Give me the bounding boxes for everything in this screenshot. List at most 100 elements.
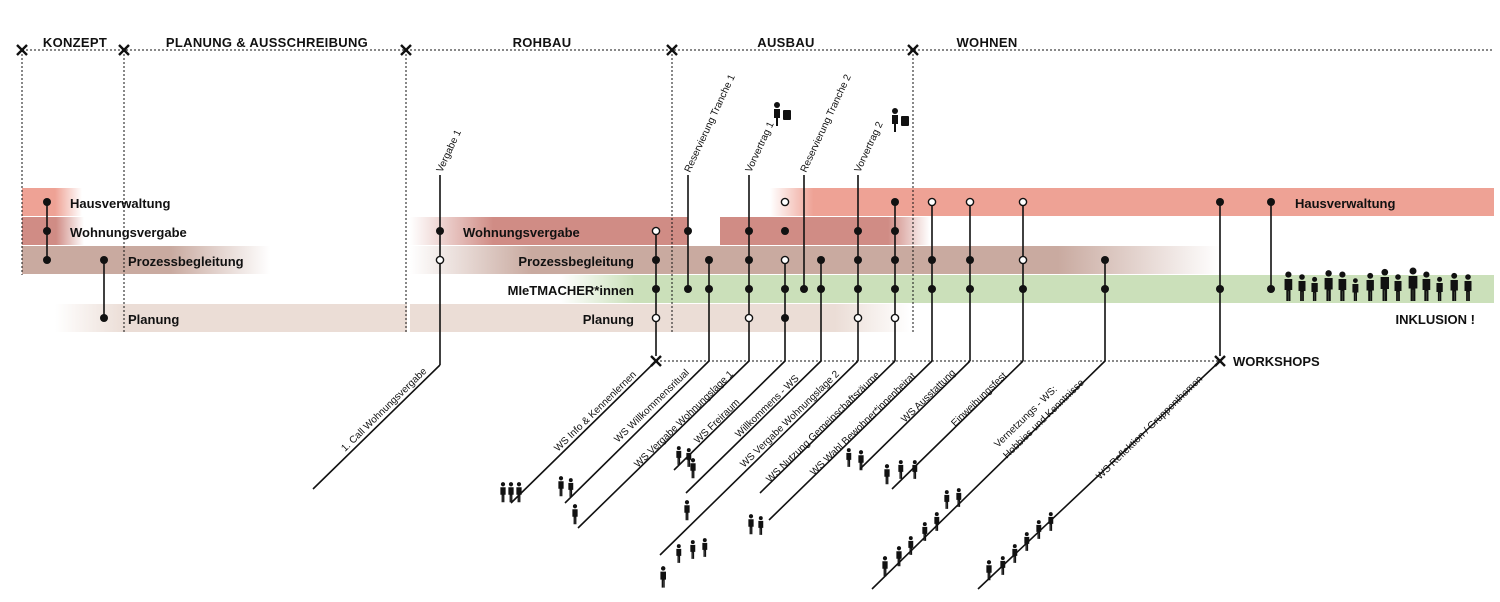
milestone-dot (43, 198, 51, 206)
band-hausverwaltung-right (770, 188, 1494, 216)
milestone-dot (652, 285, 660, 293)
crowd-person-icon (1436, 276, 1443, 301)
workshop-people-icon (558, 476, 564, 497)
milestone-dot (43, 227, 51, 235)
phase-label: PLANUNG & AUSSCHREIBUNG (166, 35, 368, 50)
workshop-people-icon (934, 512, 940, 531)
milestone-dot (652, 256, 660, 264)
workshop-people-icon (944, 490, 950, 509)
crowd-person-icon (1284, 271, 1293, 301)
milestone-dot (928, 285, 936, 293)
milestone-label: Vorvertrag 1 (744, 120, 777, 174)
milestone-dot (800, 285, 808, 293)
lane-label: Wohnungsvergabe (70, 225, 187, 240)
filled-dots (436, 198, 1275, 322)
workshop-people-icon (500, 482, 506, 503)
workshop-people-icon (660, 566, 666, 588)
milestone-dot (891, 198, 899, 206)
workshop-people-icon (986, 560, 992, 581)
milestone-dot (1216, 285, 1224, 293)
milestone-dot (1101, 256, 1109, 264)
workshop-people-icon (686, 448, 692, 467)
crowd-person-icon (1352, 278, 1359, 301)
crowd-person-icon (1366, 272, 1374, 301)
workshop-people-icon (922, 522, 928, 541)
cross-marker-icon (118, 44, 130, 56)
lane-label: Planung (128, 312, 179, 327)
milestone-dot (1216, 198, 1224, 206)
crowd-person-icon (1380, 268, 1389, 301)
workshop-people-icon (676, 446, 682, 465)
cross-marker-icon (907, 44, 919, 56)
workshop-people-icon (748, 514, 754, 535)
crowd-person-icon (1450, 272, 1458, 301)
band-wohnungsvergabe-mid (410, 217, 688, 245)
workshop-label: WS Reflektion / Gruppenthemen (1094, 374, 1205, 482)
band-prozess-left (22, 246, 270, 274)
milestone-dot (817, 285, 825, 293)
lane-label: Prozessbegleitung (128, 254, 244, 269)
open-dot (1018, 197, 1028, 207)
community-crowd-icon (1284, 267, 1472, 301)
workshop-people-icon (898, 460, 904, 479)
lane-label: Hausverwaltung (70, 196, 170, 211)
milestone-dot (745, 256, 753, 264)
workshops-label: WORKSHOPS (1233, 354, 1320, 369)
milestone-dot (745, 227, 753, 235)
workshop-pictograms (500, 446, 1054, 588)
workshop-diagonals (510, 360, 1221, 590)
workshop-people-icon (568, 478, 574, 497)
lane-label: MIeTMACHER*innen (508, 283, 634, 298)
milestone-dot (928, 256, 936, 264)
call-label: 1. Call Wohnungsvergabe (339, 366, 429, 454)
open-dot (780, 197, 790, 207)
workshop-people-icon (1048, 512, 1054, 531)
workshop-people-icon (758, 516, 764, 535)
milestone-dot (684, 285, 692, 293)
open-dots (435, 197, 1028, 323)
open-dot (651, 313, 661, 323)
workshop-people-icon (956, 488, 962, 507)
workshop-people-icon (882, 556, 888, 577)
cross-marker-icon (400, 44, 412, 56)
open-dot (965, 197, 975, 207)
milestone-dot (891, 285, 899, 293)
lane-label: Wohnungsvergabe (463, 225, 580, 240)
milestone-lines (439, 175, 859, 365)
open-dot (744, 313, 754, 323)
lane-bands (22, 188, 1494, 332)
milestone-dot (966, 285, 974, 293)
milestone-dot (1267, 198, 1275, 206)
milestone-dot (854, 285, 862, 293)
milestone-dot (854, 256, 862, 264)
lane-label: Prozessbegleitung (518, 254, 634, 269)
workshop-people-icon (908, 536, 914, 555)
workshop-people-icon (912, 460, 918, 479)
milestone-label: Vergabe 1 (435, 128, 464, 174)
phase-label: KONZEPT (43, 35, 107, 50)
milestone-dot (966, 256, 974, 264)
workshop-people-icon (858, 450, 864, 471)
open-dot (927, 197, 937, 207)
crowd-person-icon (1408, 267, 1418, 301)
open-dot (1018, 255, 1028, 265)
milestone-label: Vorvertrag 2 (853, 120, 886, 174)
crowd-person-icon (1324, 270, 1333, 301)
crowd-person-icon (1422, 271, 1431, 301)
open-dot (651, 226, 661, 236)
milestone-dot (781, 314, 789, 322)
milestone-dot (100, 314, 108, 322)
milestone-dot (891, 256, 899, 264)
cross-marker-icon (16, 44, 28, 56)
workshop-people-icon (1012, 544, 1018, 563)
open-dot (853, 313, 863, 323)
left-dots (43, 198, 108, 322)
milestone-dot (854, 227, 862, 235)
milestone-dot (705, 256, 713, 264)
workshop-label: Hobbies und Kenntnisse (1001, 377, 1087, 461)
milestone-dot (436, 227, 444, 235)
cross-marker-icon (666, 44, 678, 56)
workshop-label: Willkommens - WS (733, 373, 801, 440)
workshop-people-icon (846, 448, 852, 467)
workshop-people-icon (690, 458, 696, 479)
